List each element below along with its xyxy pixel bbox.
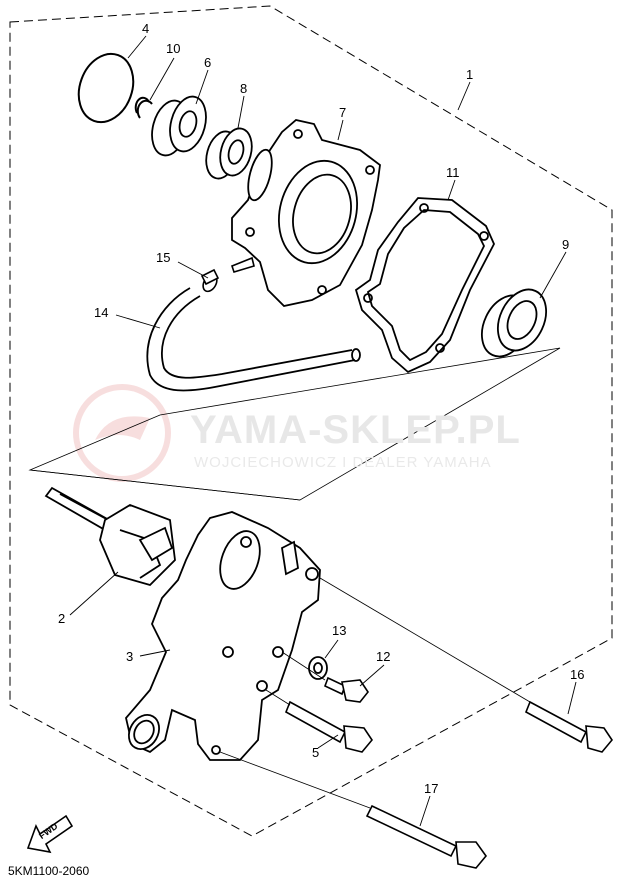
gasket-part	[354, 197, 495, 374]
callout-2: 2	[58, 611, 66, 626]
pump-housing-part	[125, 511, 321, 761]
washer-part	[308, 656, 328, 680]
alignment-lines	[219, 577, 531, 809]
callout-1: 1	[466, 67, 474, 82]
callout-12: 12	[376, 649, 391, 664]
callout-16: 16	[570, 667, 585, 682]
callout-15: 15	[156, 250, 171, 265]
watermark-title: YAMA-SKLEP.PL	[190, 408, 521, 452]
watermark-logo-icon	[73, 384, 171, 482]
watermark-subtitle: WOJCIECHOWICZ I DEALER YAMAHA	[194, 454, 492, 471]
callout-9: 9	[562, 237, 570, 252]
large-oil-seal-part	[481, 288, 547, 358]
impeller-shaft-part	[44, 486, 176, 587]
bolt-17-part	[365, 804, 488, 869]
fwd-arrow-icon	[26, 814, 74, 854]
bolt-5-part	[284, 700, 373, 753]
callout-5: 5	[312, 745, 320, 760]
o-ring-part	[77, 52, 135, 124]
bolt-12-part	[323, 676, 369, 703]
callout-10: 10	[166, 41, 181, 56]
callout-3: 3	[126, 649, 134, 664]
callout-6: 6	[204, 55, 212, 70]
callout-4: 4	[142, 21, 150, 36]
callout-11: 11	[446, 165, 460, 180]
diagram-code: 5KM1100-2060	[8, 864, 90, 878]
circlip-part	[134, 96, 153, 119]
callout-17: 17	[424, 781, 439, 796]
callout-8: 8	[240, 81, 248, 96]
callout-14: 14	[94, 305, 109, 320]
hose-part	[146, 287, 361, 392]
leader-lines	[69, 35, 577, 827]
lower-frame-lines	[28, 347, 561, 501]
bearing-part	[151, 95, 207, 157]
assembly-dashed-outline	[9, 5, 613, 837]
oil-seal-part	[205, 127, 253, 180]
callout-13: 13	[332, 623, 347, 638]
bolt-16-part	[524, 700, 613, 753]
housing-cover-part	[231, 119, 381, 307]
callout-7: 7	[339, 105, 347, 120]
hose-clamp-part	[200, 256, 255, 293]
